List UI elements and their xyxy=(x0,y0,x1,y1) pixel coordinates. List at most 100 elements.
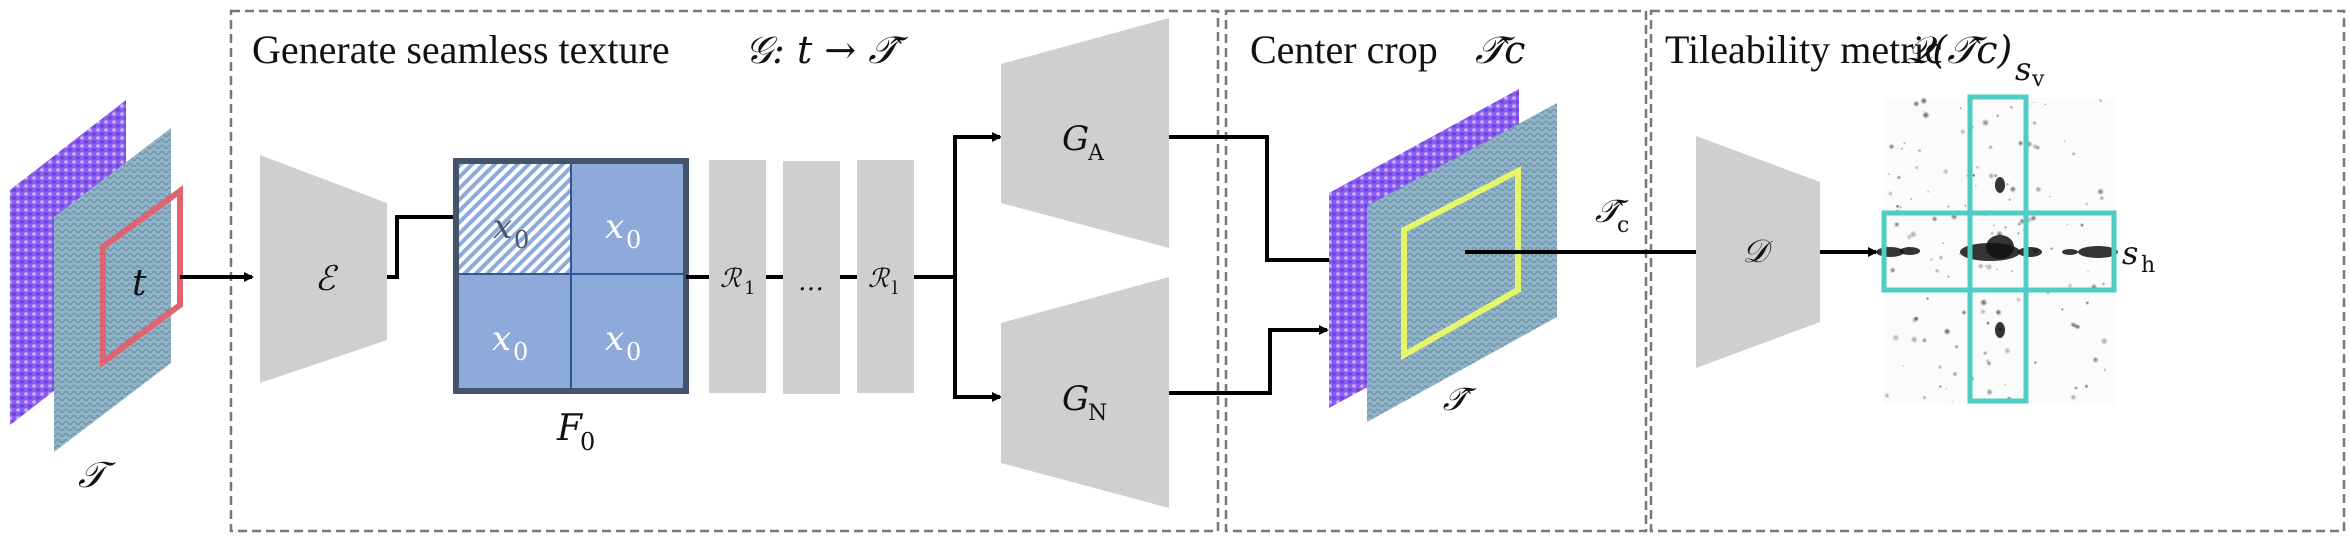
heatmap-seam-mark xyxy=(1876,247,1904,257)
feature-cell-2-label: x xyxy=(492,319,511,359)
heatmap-speckle xyxy=(2071,151,2076,156)
vertical-strip-label: s xyxy=(2015,50,2031,88)
heatmap-speckle xyxy=(1988,144,1994,150)
heatmap-speckle xyxy=(2100,337,2109,345)
heatmap-speckle xyxy=(1900,147,1904,151)
heatmap-speckle xyxy=(1951,400,1954,403)
heatmap-speckles xyxy=(1876,97,2118,403)
heatmap-speckle xyxy=(2048,195,2051,198)
heatmap-speckle xyxy=(1922,110,1926,113)
heatmap-speckle xyxy=(2066,223,2069,226)
heatmap-speckle xyxy=(2003,225,2007,229)
heatmap-speckle xyxy=(2103,368,2107,372)
vertical-strip-sv xyxy=(1967,94,2029,404)
heatmap-speckle xyxy=(1961,309,1967,316)
stage-crop-title: Center crop xyxy=(1250,27,1438,72)
arrow-to-gn xyxy=(953,277,1002,402)
heatmap-speckle xyxy=(2005,182,2010,187)
heatmap-speckle xyxy=(2003,347,2011,355)
heatmap-speckle xyxy=(1985,264,1988,267)
generator-albedo: G A xyxy=(1001,18,1169,248)
input-crop-box xyxy=(100,185,183,368)
heatmap-speckle xyxy=(2092,356,2099,364)
heatmap-speckle xyxy=(2031,143,2038,150)
heatmap-speckle xyxy=(1979,298,1988,307)
heatmap-speckle xyxy=(1931,215,1938,222)
heatmap-speckle xyxy=(1971,173,1976,178)
heatmap-speckle xyxy=(1887,190,1894,197)
heatmap-speckle xyxy=(1995,268,1999,271)
input-texture-stack: t 𝒯 xyxy=(10,100,183,496)
heatmap-speckle xyxy=(2032,101,2035,104)
residual-block-1: ℛ 1 xyxy=(709,160,766,393)
stage-metric-formula: 𝒬(𝒯̂c) xyxy=(1905,28,2012,72)
heatmap-speckle xyxy=(1989,230,1995,236)
heatmap-speckle xyxy=(1943,327,1951,336)
heatmap-speckle xyxy=(2032,120,2038,126)
tileability-heatmap: s v s h xyxy=(1876,50,2155,405)
heatmap-speckle xyxy=(2063,139,2067,143)
feature-map-label: F xyxy=(556,408,584,449)
heatmap-speckle xyxy=(2016,297,2022,303)
heatmap-speckle xyxy=(2017,231,2020,235)
feature-cell-2-sub: 0 xyxy=(513,338,528,366)
heatmap-speckle xyxy=(1942,168,1949,175)
heatmap-speckle xyxy=(2101,281,2106,286)
heatmap-speckle xyxy=(1922,111,1930,119)
heatmap-speckle xyxy=(1917,148,1922,153)
heatmap-speckle xyxy=(1946,204,1951,209)
residual-block-l: ℛ l xyxy=(857,160,914,393)
heatmap-speckle xyxy=(1888,143,1895,150)
feature-cell-1-label: x xyxy=(605,207,624,247)
heatmap-speckle xyxy=(2009,105,2014,110)
heatmap-speckle xyxy=(2096,188,2105,196)
heatmap-speckle xyxy=(2085,300,2090,306)
heatmap-speckle xyxy=(2017,140,2024,147)
heatmap-speckle xyxy=(2009,185,2017,193)
heatmap-seam-mark xyxy=(2062,249,2078,255)
encoder-block: ℰ xyxy=(260,155,387,383)
residual-ellipsis-label: … xyxy=(798,267,824,297)
feature-cell-0-sub: 0 xyxy=(514,226,529,254)
stage-generate-box: Generate seamless texture 𝒢: t → 𝒯̂ xyxy=(229,9,1220,533)
heatmap-speckle xyxy=(1883,392,1890,399)
heatmap-speckle xyxy=(1921,337,1928,344)
heatmap-seam-mark xyxy=(1995,177,2005,193)
heatmap-speckle xyxy=(1945,387,1948,390)
stage-crop-box: Center crop 𝒯̂c xyxy=(1224,9,1648,533)
feature-map-f0: x 0 x 0 x 0 x 0 F 0 xyxy=(453,158,689,456)
heatmap-speckle xyxy=(1979,308,1987,315)
heatmap-speckle xyxy=(1959,107,1962,110)
heatmap-speckle xyxy=(1906,233,1913,241)
feature-map-sub: 0 xyxy=(580,428,595,456)
heatmap-speckle xyxy=(1902,364,1905,368)
heatmap-speckle xyxy=(1887,172,1891,176)
heatmap-speckle xyxy=(1929,257,1934,262)
output-texture-label: 𝒯̂ xyxy=(1443,380,1477,418)
input-normal-plane xyxy=(54,128,171,452)
heatmap-seam-mark xyxy=(1995,322,2005,338)
heatmap-seam-mark xyxy=(1986,235,2014,259)
heatmap-speckle xyxy=(2034,185,2042,193)
stage-generate-title: Generate seamless texture xyxy=(252,27,670,72)
heatmap-speckle xyxy=(1964,204,1967,207)
heatmap-speckle xyxy=(2060,307,2064,311)
heatmap-speckle xyxy=(1922,395,1927,400)
arrow-gn-to-output xyxy=(1169,325,1329,395)
heatmap-seam-mark xyxy=(1900,247,1920,255)
heatmap-speckle xyxy=(1952,371,1958,377)
heatmap-seam-mark xyxy=(2018,247,2042,257)
heatmap-speckle xyxy=(1938,254,1944,261)
generator-normal-sub: N xyxy=(1088,401,1107,426)
output-normal-plane xyxy=(1367,103,1557,422)
residual-block-l-label: ℛ xyxy=(868,264,891,294)
heatmap-speckle xyxy=(2098,98,2103,103)
heatmap-speckle xyxy=(1925,296,1930,301)
heatmap-speckle xyxy=(1895,204,1900,209)
input-crop-label: t xyxy=(132,263,147,304)
feature-cell-0-label: x xyxy=(493,207,512,247)
horizontal-strip-sub: h xyxy=(2141,253,2155,278)
generator-albedo-sub: A xyxy=(1087,141,1105,166)
arrow-to-ga xyxy=(953,132,1002,277)
